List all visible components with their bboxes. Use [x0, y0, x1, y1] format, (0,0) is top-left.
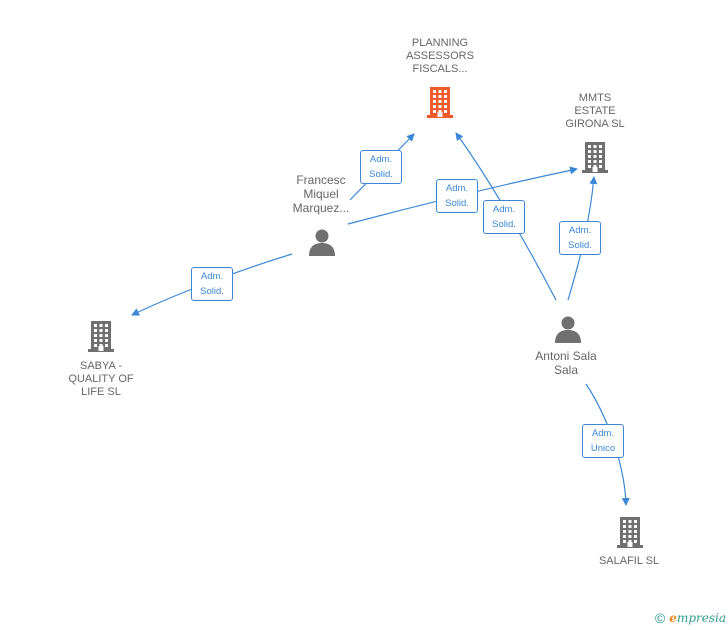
node-label-mmts[interactable]: MMTS ESTATE GIRONA SL: [565, 92, 625, 130]
person-icon-francesc[interactable]: [308, 228, 336, 261]
node-label-antoni[interactable]: Antoni Sala Sala: [535, 349, 597, 377]
edge-label-francesc-sabya[interactable]: Adm. Solid.: [191, 267, 233, 301]
node-label-planning[interactable]: PLANNING ASSESSORS FISCALS...: [406, 37, 474, 75]
copyright-icon: ©: [654, 610, 666, 626]
empresia-logo: empresia: [669, 611, 726, 625]
node-label-sabya[interactable]: SABYA - QUALITY OF LIFE SL: [68, 360, 134, 398]
edge-label-antoni-mmts[interactable]: Adm. Solid.: [559, 221, 601, 255]
node-label-salafil[interactable]: SALAFIL SL: [598, 555, 660, 567]
edge-label-antoni-salafil[interactable]: Adm. Unico: [582, 424, 624, 458]
edge-label-francesc-mmts[interactable]: Adm. Solid.: [436, 179, 478, 213]
building-icon-sabya[interactable]: [86, 319, 116, 358]
person-icon-antoni[interactable]: [554, 315, 582, 348]
building-icon-salafil[interactable]: [615, 515, 645, 554]
node-label-francesc[interactable]: Francesc Miquel Marquez...: [292, 173, 350, 215]
edge-label-francesc-planning[interactable]: Adm. Solid.: [360, 150, 402, 184]
building-icon-mmts[interactable]: [580, 140, 610, 179]
edge-label-antoni-planning[interactable]: Adm. Solid.: [483, 200, 525, 234]
footer-brand: © empresia: [655, 610, 726, 626]
building-icon-planning[interactable]: [425, 85, 455, 124]
